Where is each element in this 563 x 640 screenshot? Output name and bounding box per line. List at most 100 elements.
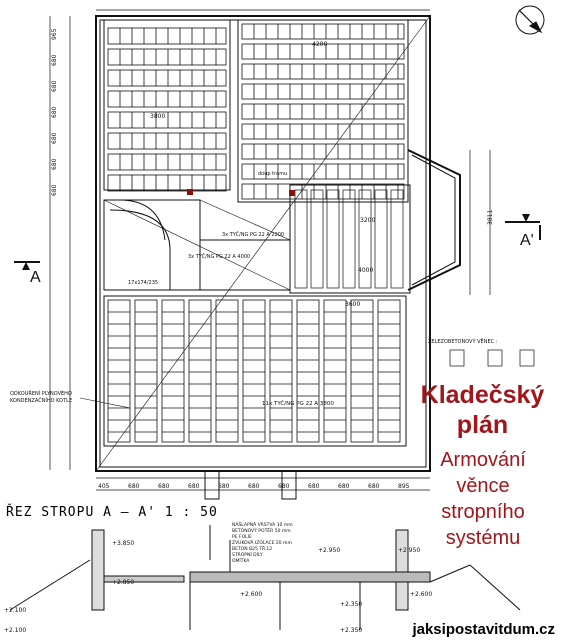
dim-label: 680 bbox=[248, 483, 260, 490]
slab-plank bbox=[350, 299, 374, 443]
slab-lower bbox=[103, 295, 407, 447]
layer-label: PE FOLIE bbox=[232, 534, 252, 540]
slab-plank bbox=[294, 189, 308, 289]
layer-label: OMÍTKA bbox=[232, 557, 250, 564]
headline-line: plán bbox=[456, 411, 509, 439]
dim-label: 680 bbox=[51, 106, 58, 118]
dim-label: 4000 bbox=[358, 267, 373, 274]
slab-plank bbox=[241, 143, 405, 160]
dim-label: 3800 bbox=[150, 113, 165, 120]
dim-label: 680 bbox=[51, 54, 58, 66]
layer-label: ZVUKOVÁ IZOLACE 20 mm bbox=[232, 539, 292, 546]
subtitle-line: věnce bbox=[456, 475, 510, 497]
level-label: +2.950 bbox=[398, 547, 420, 554]
slab-plank bbox=[377, 299, 401, 443]
slab-plank bbox=[107, 69, 227, 87]
level-label: +3.850 bbox=[112, 540, 134, 547]
dim-label: 3200 bbox=[360, 217, 375, 224]
slab-plank bbox=[188, 299, 212, 443]
subtitle-line: systému bbox=[445, 527, 521, 549]
dim-label: 680 bbox=[368, 483, 380, 490]
slab-plank bbox=[310, 189, 324, 289]
dim-label: 680 bbox=[128, 483, 140, 490]
layer-label: BETONOVÝ POTĚR 50 mm bbox=[232, 526, 291, 534]
dim-label: 3811 bbox=[487, 210, 494, 225]
subtitle-line: stropního bbox=[441, 501, 525, 523]
slab-plank bbox=[107, 153, 227, 171]
level-label: +2.600 bbox=[240, 591, 262, 598]
slab-upper-left bbox=[103, 19, 231, 191]
slab-plank bbox=[107, 111, 227, 129]
dim-label: 405 bbox=[98, 483, 110, 490]
layer-label: STROPNÍ DÍLY bbox=[232, 551, 263, 558]
dim-label: 680 bbox=[158, 483, 170, 490]
headline-line: Kladečský bbox=[420, 381, 545, 409]
slab-plank bbox=[107, 132, 227, 150]
slab-plank bbox=[241, 123, 405, 140]
slab-plank bbox=[269, 299, 293, 443]
slab-plank bbox=[374, 189, 388, 289]
rib-label: 3x TYČ/NG PG 22 A 4000 bbox=[188, 253, 250, 260]
slab-plank bbox=[323, 299, 347, 443]
level-label: +2.350 bbox=[340, 601, 362, 608]
boiler-label: KONDENZAČNÍHO KOTLE bbox=[10, 397, 72, 404]
section-title: ŘEZ STROPU A – A' 1 : 50 bbox=[6, 505, 218, 520]
dim-label: 965 bbox=[51, 28, 58, 40]
dim-label: 680 bbox=[188, 483, 200, 490]
dim-label: 680 bbox=[51, 80, 58, 92]
stair-label: 17x174/235 bbox=[128, 280, 158, 286]
slab-plank bbox=[326, 189, 340, 289]
slab-plank bbox=[107, 90, 227, 108]
slab-plank bbox=[134, 299, 158, 443]
beam-label: ŽELEZOBETONOVÝ VĚNEC : bbox=[428, 337, 498, 345]
boiler-label: ODKOUŘENÍ PLYNOVÉHO bbox=[10, 389, 72, 397]
section-mark-left: A bbox=[30, 269, 41, 286]
watermark: jaksipostavitdum.cz bbox=[410, 621, 557, 638]
layer-label: NÁŠLAPNÁ VRSTVA 10 mm bbox=[232, 521, 293, 528]
slab-plank bbox=[242, 299, 266, 443]
rib-label: 3x TYČ/NG PG 22 A 2200 bbox=[222, 231, 284, 238]
dim-label: 3600 bbox=[345, 301, 360, 308]
layer-label: BETON B25 TŘ.12 bbox=[232, 544, 272, 552]
level-label: +2.100 bbox=[4, 627, 26, 634]
north-arrow-icon bbox=[515, 5, 545, 35]
rib-label: 11x TYČ/NG PG 22 A 3800 bbox=[262, 400, 334, 407]
slab-plank bbox=[241, 43, 405, 60]
slab-plank bbox=[241, 103, 405, 120]
dim-label: 680 bbox=[308, 483, 320, 490]
subtitle-line: Armování bbox=[440, 449, 526, 471]
level-label: +2.850 bbox=[112, 579, 134, 586]
dim-label: 680 bbox=[218, 483, 230, 490]
slab-plank bbox=[161, 299, 185, 443]
slab-plank bbox=[296, 299, 320, 443]
slab-plank bbox=[358, 189, 372, 289]
slab-middle bbox=[289, 184, 411, 294]
bay-window bbox=[407, 149, 461, 291]
slab-plank bbox=[107, 299, 131, 443]
slab-plank bbox=[107, 48, 227, 66]
dim-label: 680 bbox=[51, 158, 58, 170]
slab-plank bbox=[241, 163, 405, 180]
dim-label: 680 bbox=[51, 184, 58, 196]
level-label: +2.950 bbox=[318, 547, 340, 554]
level-label: +2.600 bbox=[410, 591, 432, 598]
level-label: +2.100 bbox=[4, 607, 26, 614]
level-label: +2.350 bbox=[340, 627, 362, 634]
dim-label: 895 bbox=[398, 483, 410, 490]
dim-label: 680 bbox=[278, 483, 290, 490]
slab-plank bbox=[390, 189, 404, 289]
slab-plank bbox=[107, 174, 227, 192]
slab-plank bbox=[241, 83, 405, 100]
slab-plank bbox=[241, 23, 405, 40]
subtitle: Armování věnce stropního systému bbox=[408, 447, 558, 551]
slab-plank bbox=[342, 189, 356, 289]
dim-label: 680 bbox=[338, 483, 350, 490]
rib-label: doup trámu bbox=[258, 170, 287, 177]
slab-plank bbox=[241, 63, 405, 80]
section-drawing bbox=[9, 525, 521, 630]
slab-plank bbox=[215, 299, 239, 443]
slab-plank bbox=[107, 27, 227, 45]
dim-label: 4200 bbox=[312, 41, 327, 48]
dim-label: 680 bbox=[51, 132, 58, 144]
